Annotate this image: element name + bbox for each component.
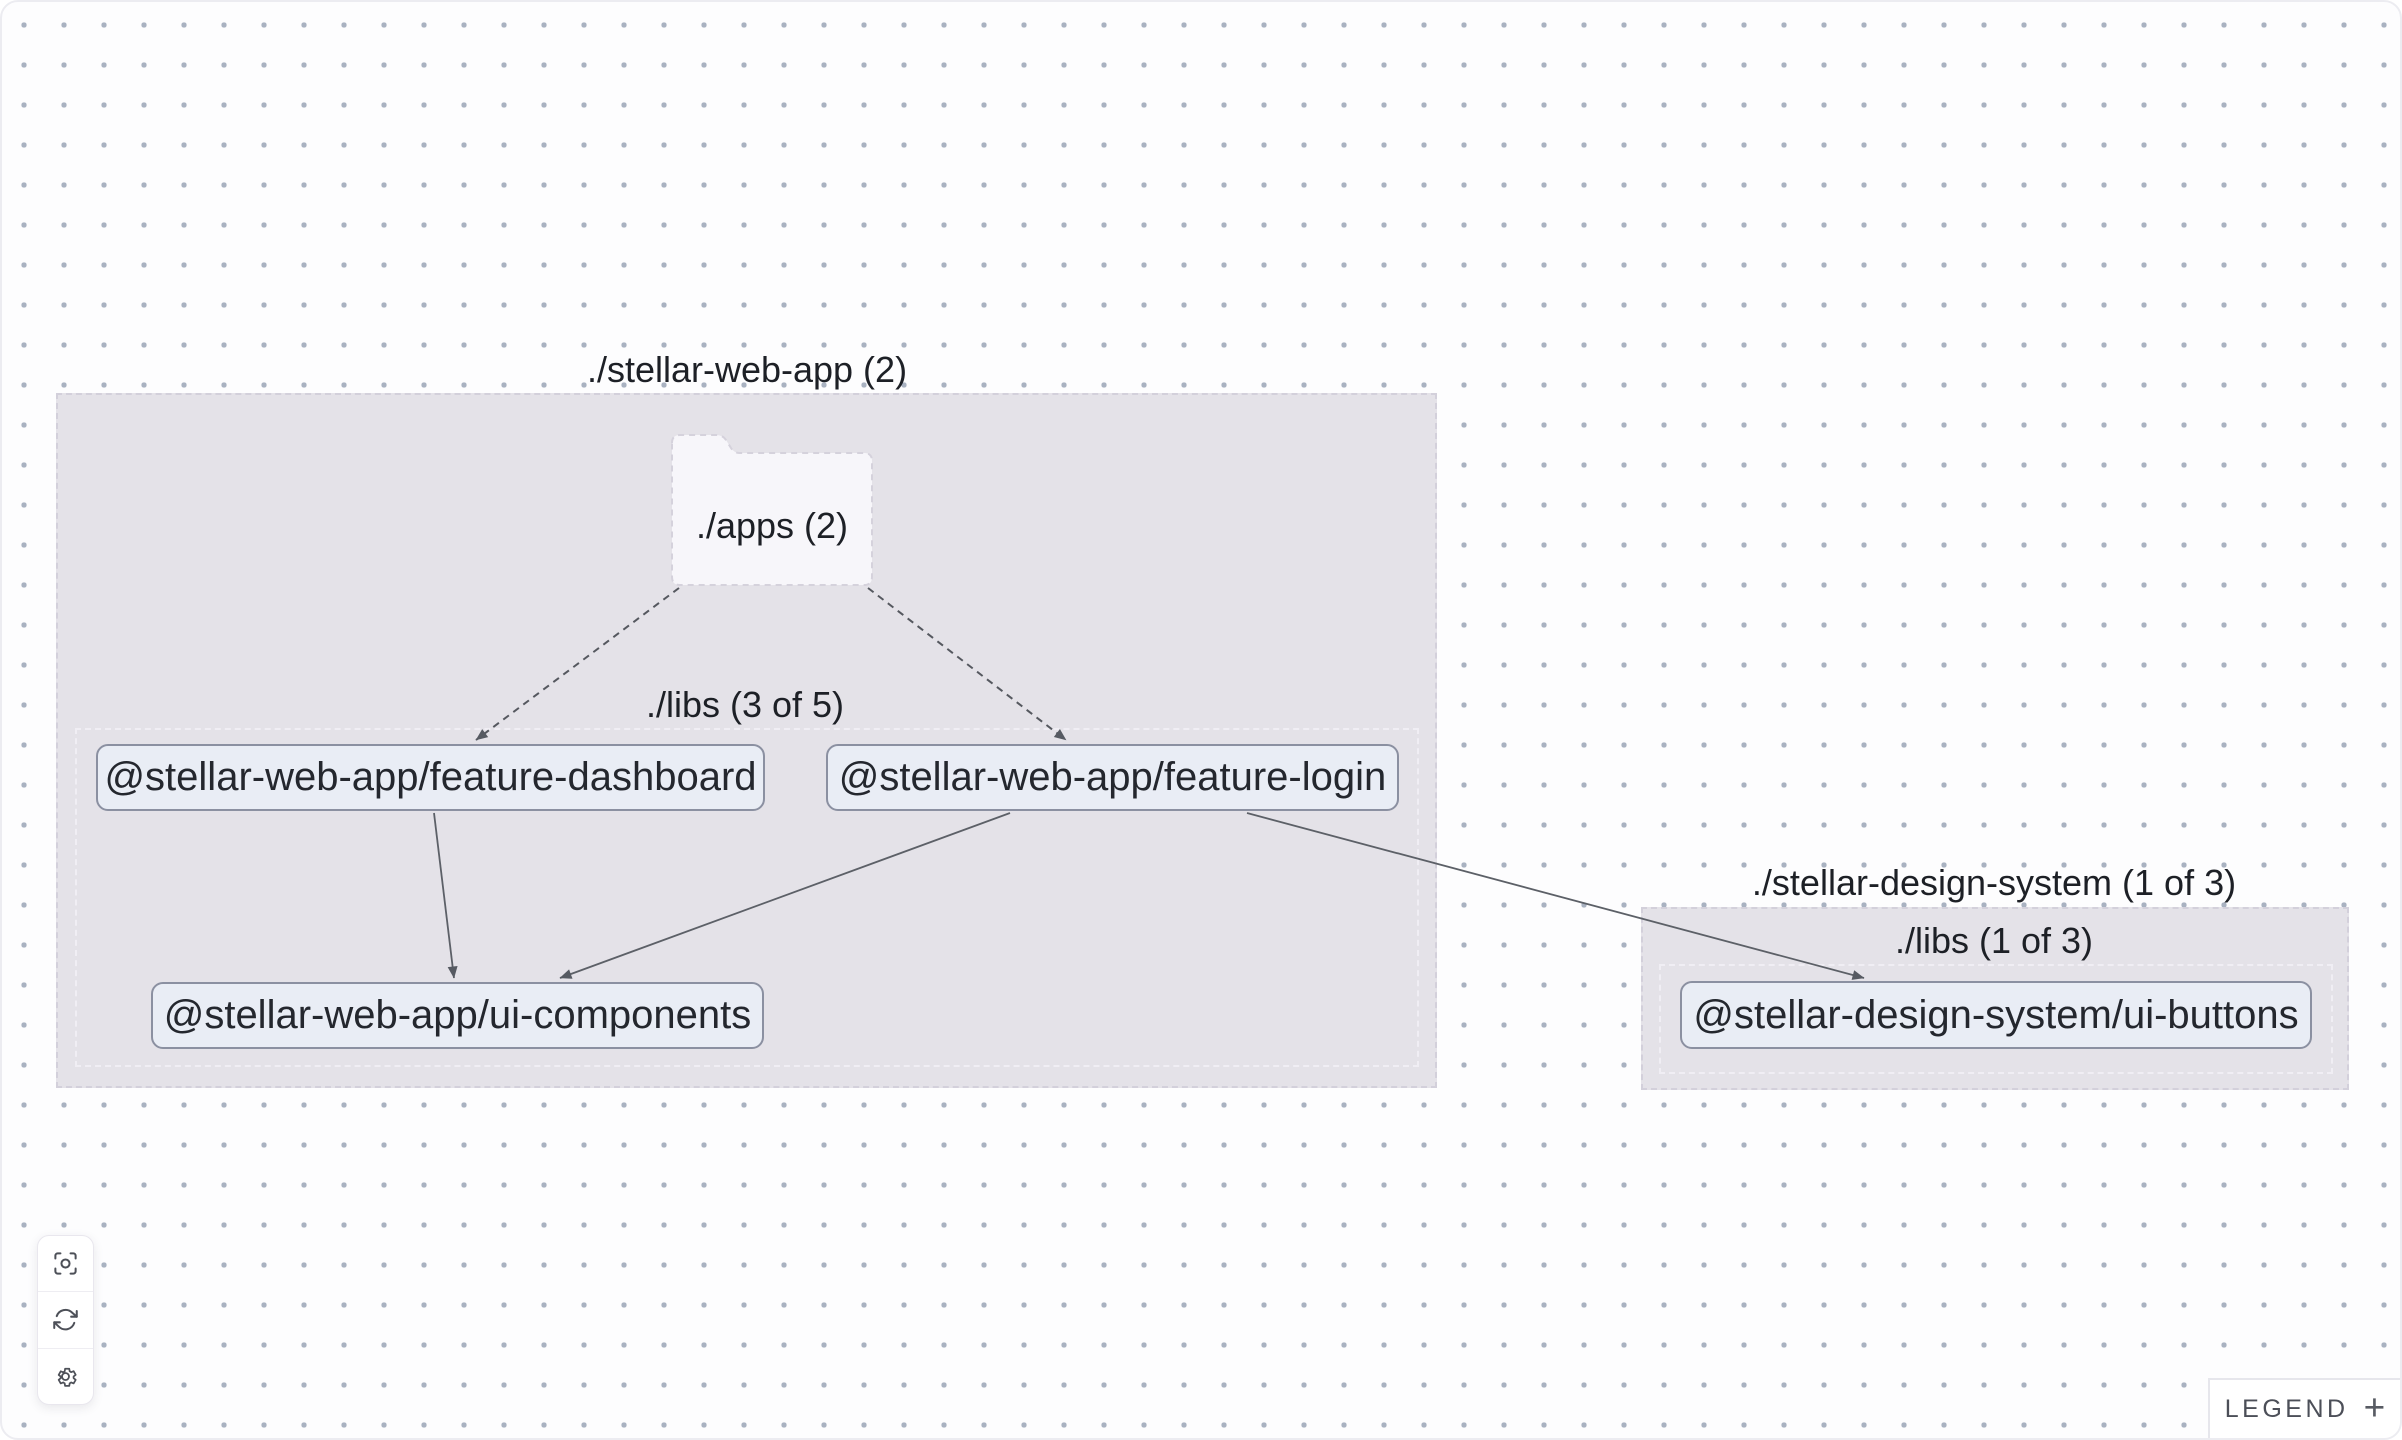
node-label: @stellar-web-app/ui-components [163,993,752,1037]
node-label: @stellar-web-app/feature-login [838,755,1387,799]
refresh-icon [53,1309,78,1331]
node-label: @stellar-design-system/ui-buttons [1693,992,2299,1037]
folder-label: ./apps (2) [695,505,849,546]
node-ui-buttons[interactable]: @stellar-design-system/ui-buttons [1680,981,2312,1049]
group-label-stellar-design-system: ./stellar-design-system (1 of 3) [1751,862,2237,903]
node-label: @stellar-web-app/feature-dashboard [104,755,757,799]
subgroup-stellar-design-system-libs [1659,964,2333,1074]
graph-toolbar [37,1235,94,1405]
folder-icon [671,434,873,586]
focus-button[interactable] [38,1236,93,1291]
settings-button[interactable] [38,1347,93,1404]
legend-panel[interactable]: LEGEND + [2208,1378,2400,1438]
group-label-stellar-web-app: ./stellar-web-app (2) [586,349,908,390]
focus-icon [54,1252,77,1275]
node-feature-login[interactable]: @stellar-web-app/feature-login [826,744,1399,811]
folder-node-apps[interactable]: ./apps (2) [666,430,878,590]
legend-label: LEGEND [2224,1394,2349,1423]
refresh-button[interactable] [38,1291,93,1347]
node-feature-dashboard[interactable]: @stellar-web-app/feature-dashboard [96,744,765,811]
node-ui-components[interactable]: @stellar-web-app/ui-components [151,982,764,1049]
settings-icon [57,1367,77,1387]
plus-icon: + [2363,1386,2386,1428]
